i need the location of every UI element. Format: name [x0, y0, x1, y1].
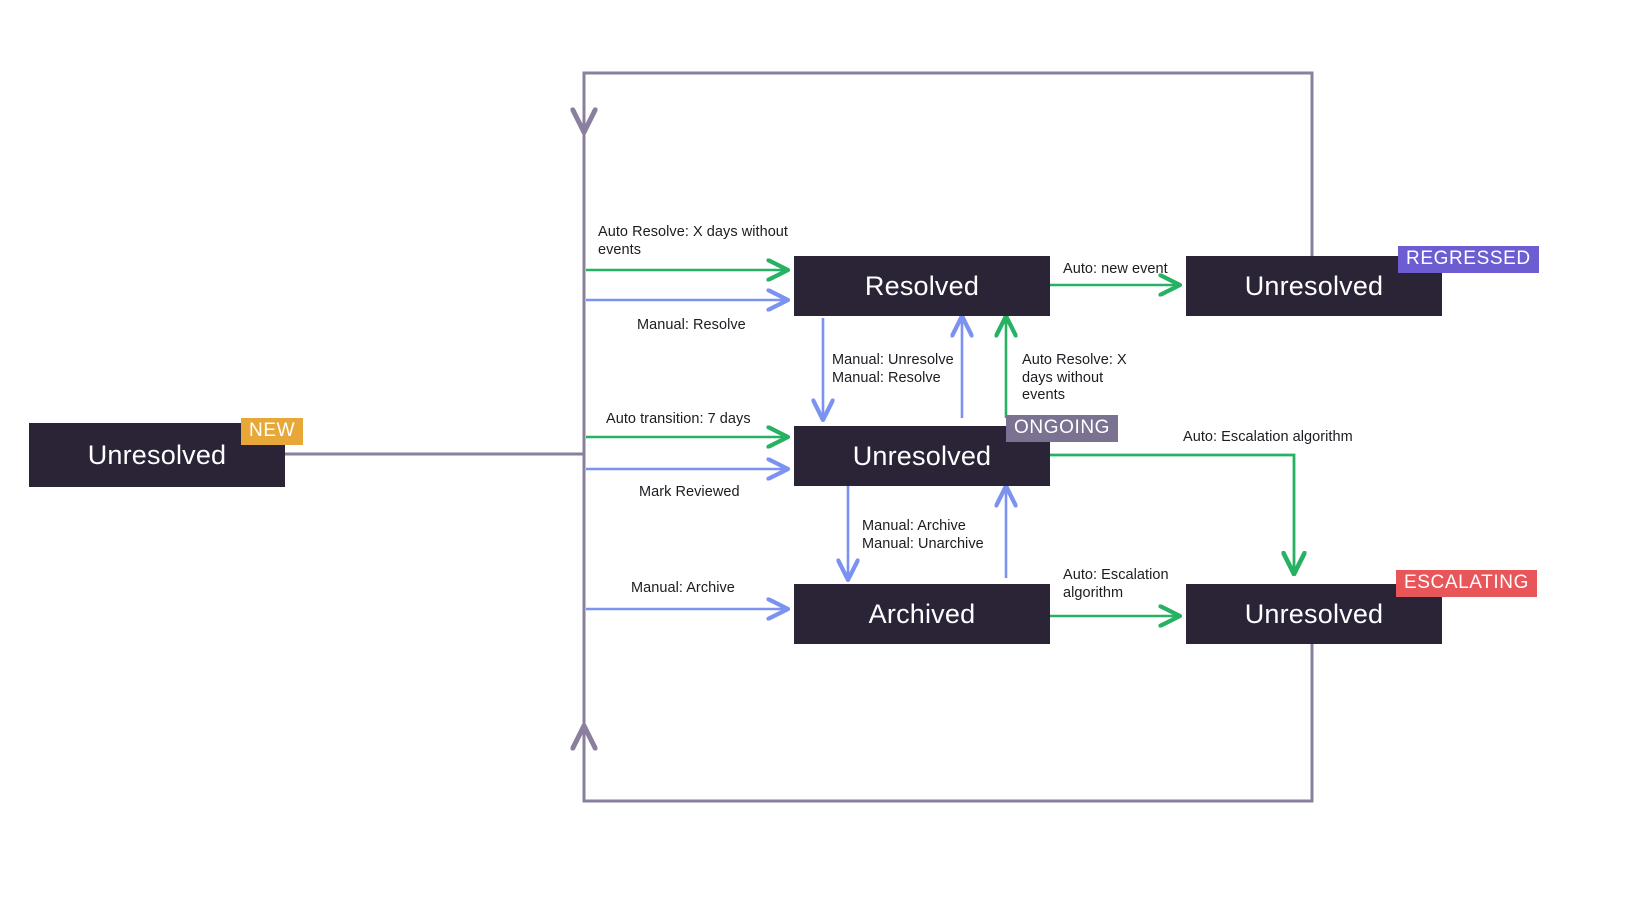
edge-label-auto-new-event: Auto: new event [1063, 261, 1168, 277]
status-badge-regressed-text: REGRESSED [1406, 248, 1531, 269]
edge-label-manual-archive: Manual: Archive [631, 580, 735, 596]
edge-label-manual-archive-unarchive: Manual: Archive Manual: Unarchive [862, 518, 984, 552]
edge-label-manual-unresolve-resolve: Manual: Unresolve Manual: Resolve [832, 352, 954, 386]
status-badge-new: NEW [241, 418, 304, 445]
state-label-resolved: Resolved [864, 270, 980, 301]
status-badge-escalating-text: ESCALATING [1404, 572, 1529, 593]
edge-label-auto-escalation-algorithm: Auto: Escalation algorithm [1183, 429, 1353, 445]
status-badge-ongoing: ONGOING [1006, 415, 1119, 442]
state-node-archived[interactable]: Archived [794, 584, 1050, 644]
edge-label-auto-resolve-x-days-up: Auto Resolve: X days without events [1022, 352, 1127, 403]
edge-label-auto-resolve-x-days: Auto Resolve: X days without events [598, 224, 788, 258]
status-badge-escalating: ESCALATING [1396, 570, 1537, 597]
status-badge-ongoing-text: ONGOING [1014, 417, 1111, 438]
edge-label-auto-escalation-algorithm-2: Auto: Escalation algorithm [1063, 567, 1169, 601]
edge-label-manual-resolve: Manual: Resolve [637, 317, 746, 333]
state-label-regressed: Unresolved [1244, 270, 1384, 301]
state-label-new: Unresolved [87, 439, 227, 470]
edge-escalating-loop-bottom [584, 640, 1314, 803]
edge-label-mark-reviewed: Mark Reviewed [639, 484, 740, 500]
state-label-archived: Archived [868, 598, 976, 629]
state-label-escalating: Unresolved [1244, 598, 1384, 629]
state-node-new[interactable]: Unresolved [29, 423, 285, 487]
status-badge-new-text: NEW [249, 420, 296, 441]
edge-label-auto-transition-7-days: Auto transition: 7 days [606, 411, 751, 427]
state-label-ongoing: Unresolved [852, 440, 992, 471]
edge-auto-escalation-algorithm [1050, 453, 1294, 572]
status-badge-regressed: REGRESSED [1398, 246, 1539, 273]
state-node-resolved[interactable]: Resolved [794, 256, 1050, 316]
